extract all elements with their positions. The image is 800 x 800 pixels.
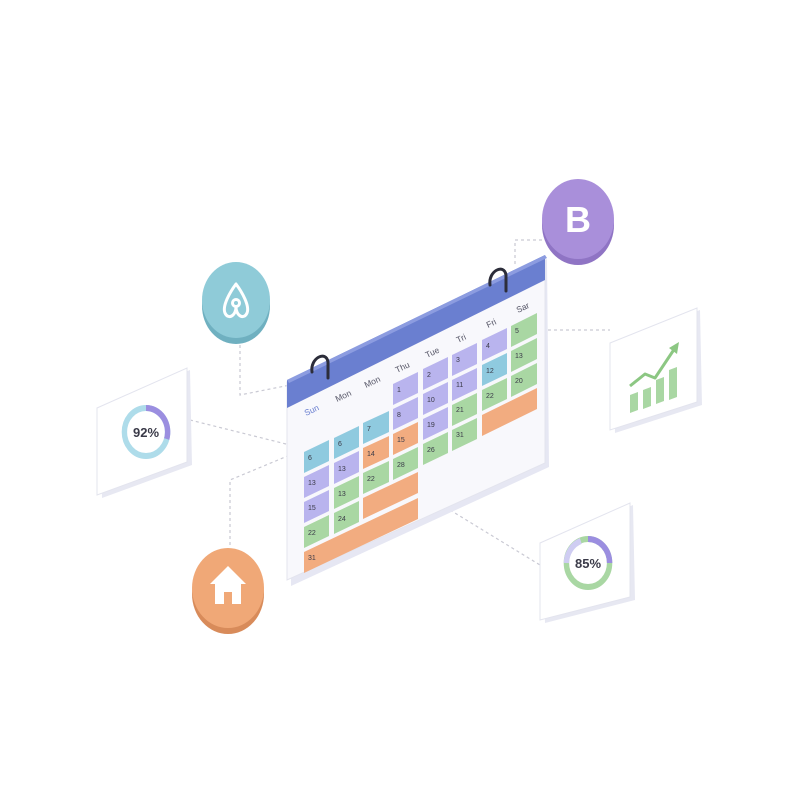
day-cell — [452, 343, 477, 376]
day-number: 15 — [308, 505, 316, 512]
day-cell — [423, 382, 448, 415]
day-number: 13 — [308, 480, 316, 487]
growth-chart-card — [609, 307, 702, 433]
day-cell — [482, 328, 507, 361]
day-cell — [363, 411, 389, 444]
day-cell — [334, 501, 359, 534]
day-number: 22 — [486, 393, 494, 400]
day-number: 4 — [486, 343, 490, 350]
calendar-ring-right — [488, 267, 508, 293]
day-number: 15 — [397, 437, 405, 444]
calendar-ring-left — [310, 354, 330, 380]
connector-right-card — [449, 509, 541, 566]
day-number: 26 — [427, 447, 435, 454]
day-cell — [363, 436, 389, 469]
day-cell — [334, 476, 359, 509]
calendar-header — [287, 255, 545, 408]
day-number: 19 — [427, 422, 435, 429]
day-number: 20 — [515, 378, 523, 385]
day-number: 22 — [367, 476, 375, 483]
connector-airbnb — [239, 345, 291, 396]
day-cell — [363, 461, 389, 494]
stat-card-right: 85% — [539, 502, 635, 623]
airbnb-logo-icon — [222, 282, 250, 319]
card-face — [539, 502, 631, 621]
airbnb-coin — [202, 262, 270, 344]
day-number: 12 — [486, 368, 494, 375]
day-cell — [393, 422, 418, 455]
day-cell — [304, 498, 418, 573]
coin-face — [542, 179, 614, 259]
calendar-grid: 1 2 3 4 5 6 6 7 8 10 11 12 13 — [304, 313, 537, 573]
day-number: 11 — [456, 382, 463, 389]
home-coin — [192, 548, 264, 634]
day-number: 3 — [456, 357, 460, 364]
connector-left-card — [189, 419, 291, 446]
day-number: 5 — [515, 328, 519, 335]
card-face — [96, 367, 188, 496]
day-number: 10 — [427, 397, 435, 404]
day-cell — [482, 353, 507, 386]
donut-chart — [121, 404, 171, 459]
connector-home — [229, 454, 291, 545]
day-number: 31 — [308, 555, 316, 562]
booking-coin: B — [542, 179, 614, 265]
card-face — [609, 307, 698, 431]
day-cell — [393, 372, 418, 405]
day-cell — [363, 472, 418, 519]
day-number: 1 — [397, 387, 401, 394]
stat-value: 85% — [575, 556, 601, 571]
day-number: 13 — [515, 353, 523, 360]
day-number: 24 — [338, 516, 346, 523]
day-number: 22 — [308, 530, 316, 537]
day-cell — [423, 432, 448, 465]
day-number: 6 — [338, 441, 342, 448]
bar-chart-up-icon — [629, 342, 679, 413]
day-number: 28 — [397, 462, 405, 469]
day-number: 31 — [456, 432, 464, 439]
day-cell — [393, 447, 418, 480]
day-number: 7 — [367, 426, 371, 433]
day-cell — [511, 363, 537, 397]
day-number: 14 — [367, 451, 375, 458]
booking-logo-letter: B — [565, 199, 591, 240]
day-cell — [304, 515, 329, 548]
day-number: 2 — [427, 372, 431, 379]
day-cell — [304, 440, 329, 473]
day-cell — [334, 451, 359, 484]
weekday-label: Tri — [455, 332, 468, 345]
day-cell — [482, 388, 537, 436]
day-number: 21 — [456, 407, 464, 414]
calendar: Sun Mon Mon Thu Tue Tri Fri Sar 1 2 3 4 … — [286, 255, 549, 586]
day-cell — [452, 368, 477, 401]
calendar-header-top — [287, 255, 547, 383]
day-cell — [393, 397, 418, 430]
day-cell — [423, 407, 448, 440]
day-cell — [423, 357, 448, 390]
day-cell — [452, 393, 477, 426]
day-cell — [511, 338, 537, 372]
day-number: 13 — [338, 491, 346, 498]
home-icon — [210, 566, 246, 604]
day-cell — [304, 490, 329, 523]
donut-chart — [563, 536, 613, 590]
day-cell — [304, 465, 329, 498]
day-number: 13 — [338, 466, 346, 473]
stat-value: 92% — [133, 425, 159, 440]
day-number: 6 — [308, 455, 312, 462]
dashed-connectors — [189, 239, 610, 566]
day-cell — [334, 426, 359, 459]
connector-booking — [514, 239, 548, 265]
day-cell — [482, 378, 507, 411]
day-cell — [452, 418, 477, 451]
weekday-label: Fri — [485, 317, 498, 330]
day-number: 8 — [397, 412, 401, 419]
day-cell — [511, 313, 537, 347]
stat-card-left: 92% — [96, 367, 192, 498]
